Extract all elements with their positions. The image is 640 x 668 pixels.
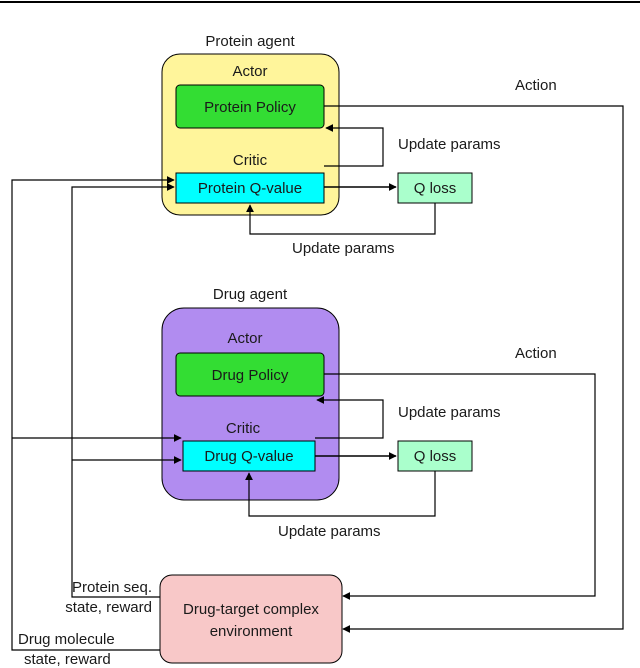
drug-qvalue-label: Drug Q-value	[204, 448, 293, 465]
drug-critic-label: Critic	[226, 420, 261, 437]
drug-signal-label-line2: state, reward	[24, 651, 111, 668]
protein-critic-label: Critic	[233, 152, 268, 169]
environment-label-line2: environment	[210, 623, 293, 640]
environment-label-line1: Drug-target complex	[183, 601, 319, 618]
drug-qloss-label: Q loss	[414, 448, 457, 465]
drug-action-label: Action	[515, 345, 557, 362]
drug-policy-label: Drug Policy	[212, 367, 289, 384]
protein-qvalue-box	[175, 172, 325, 204]
drug-qvalue-box	[182, 440, 316, 472]
protein-qvalue-label: Protein Q-value	[198, 180, 302, 197]
protein-update-params-upper-label: Update params	[398, 136, 501, 153]
drug-qloss-box	[397, 440, 473, 472]
protein-action-label: Action	[515, 77, 557, 94]
drug-action-arrow	[324, 373, 596, 600]
drug-agent-title: Drug agent	[213, 286, 288, 303]
environment-box	[159, 574, 343, 664]
protein-state-reward-arrow	[71, 183, 175, 598]
drug-update-params-upper-arrow	[315, 396, 384, 439]
protein-policy-label: Protein Policy	[204, 99, 296, 116]
drug-update-params-lower-label: Update params	[278, 523, 381, 540]
drug-update-params-upper-label: Update params	[398, 404, 501, 421]
protein-actor-label: Actor	[232, 63, 267, 80]
protein-update-params-upper-arrow	[324, 124, 384, 167]
protein-signal-label-line1: Protein seq.	[72, 579, 152, 596]
protein-qloss-label: Q loss	[414, 180, 457, 197]
drug-actor-label: Actor	[227, 330, 262, 347]
protein-qloss-box	[397, 172, 473, 204]
drug-signal-label-line1: Drug molecule	[18, 631, 115, 648]
protein-agent-title: Protein agent	[205, 33, 295, 50]
protein-action-arrow	[324, 105, 624, 633]
drug-update-params-lower-arrow	[245, 471, 436, 517]
protein-update-params-lower-label: Update params	[292, 240, 395, 257]
protein-signal-label-line2: state, reward	[65, 599, 152, 616]
drug-state-reward-arrow	[11, 176, 175, 651]
protein-update-params-lower-arrow	[246, 203, 436, 235]
